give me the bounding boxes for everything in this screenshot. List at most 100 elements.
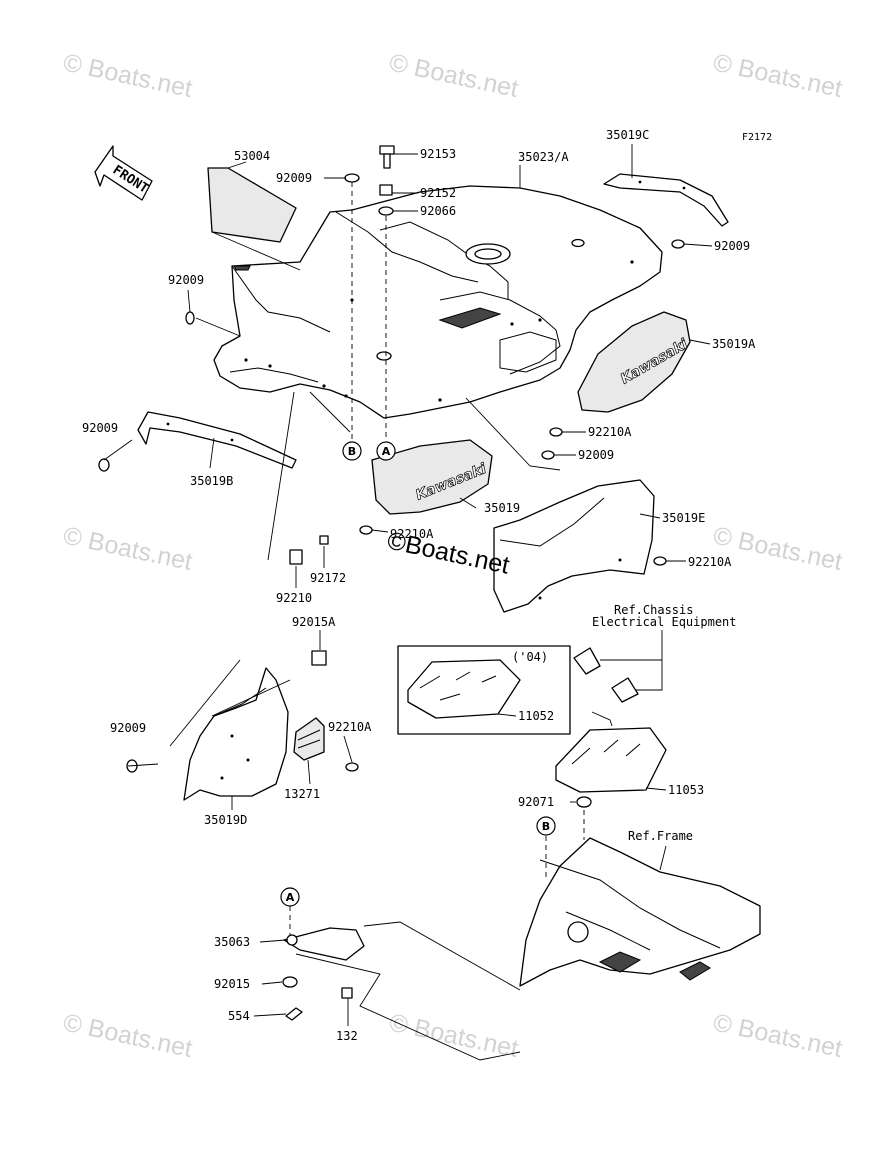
part-labels: 53004 92009 92153 92152 92066 35023/A 35… xyxy=(82,128,756,1043)
inner-fender-e-hole-2 xyxy=(618,558,622,562)
rail-guard-c-hole-2 xyxy=(682,186,686,190)
part-35019B-rail-guard xyxy=(137,411,297,469)
pin-554 xyxy=(285,1007,303,1021)
screw-92172 xyxy=(319,535,329,545)
label-11052: 11052 xyxy=(518,709,554,723)
label-11053: 11053 xyxy=(668,783,704,797)
label-132: 132 xyxy=(336,1029,358,1043)
bolt-92153-head xyxy=(379,145,395,155)
watermark-bottom-center: © Boats.net xyxy=(387,1008,521,1063)
frame-mount xyxy=(567,921,589,943)
part-35019C-rail-guard xyxy=(603,173,729,227)
dashed-lines xyxy=(289,182,585,936)
label-35019A: 35019A xyxy=(712,337,756,351)
lead-92009-left-b xyxy=(195,317,241,337)
watermark-bottom-right: © Boats.net xyxy=(711,1008,845,1063)
label-92015A: 92015A xyxy=(292,615,336,629)
bracket-13271-ribs xyxy=(297,729,321,749)
rail-guard-c xyxy=(603,173,729,227)
lead-35019A xyxy=(689,339,711,345)
mud-flap-d-hole-3 xyxy=(220,776,224,780)
hardware xyxy=(98,145,685,808)
fender-taillight-cavity xyxy=(499,331,557,373)
callout-a-lower-circle xyxy=(280,887,300,907)
fender-rivet-1 xyxy=(244,358,248,362)
lead-hardware-to-frame xyxy=(295,953,521,1061)
clamp-lower xyxy=(611,677,639,703)
watermark-bottom-left: © Boats.net xyxy=(61,1008,195,1063)
nut-92210A-mid xyxy=(359,525,373,535)
lead-11053 xyxy=(645,787,667,791)
grommet-92071 xyxy=(576,796,592,808)
part-11053-tray xyxy=(555,647,667,793)
bolt-92153-shank xyxy=(383,153,391,169)
watermark-top-center: © Boats.net xyxy=(387,48,521,103)
label-35019B: 35019B xyxy=(190,474,233,488)
nut-92210A-flap xyxy=(345,762,359,772)
lead-13271 xyxy=(307,759,311,785)
hardware-lower xyxy=(282,927,365,1021)
inner-fender-e-ridge xyxy=(499,497,605,547)
callout-a-lower: A xyxy=(286,891,295,904)
part-35019D-mud-flap xyxy=(183,667,289,801)
label-92009-right: 92009 xyxy=(714,239,750,253)
lead-hardware-to-frame-b xyxy=(363,921,521,991)
lead-flap-right xyxy=(211,679,291,717)
collar-92152 xyxy=(379,184,393,196)
frame-hitch xyxy=(598,951,642,973)
lead-fender-mid xyxy=(465,397,561,471)
frame-rail-2 xyxy=(565,911,651,951)
nut-92210A-right xyxy=(549,427,563,437)
part-35019E-inner-fender xyxy=(493,479,655,613)
lead-53004-b xyxy=(211,231,301,271)
lead-flap-left xyxy=(169,659,241,747)
fender-hole-right xyxy=(571,238,585,248)
label-92152: 92152 xyxy=(420,186,456,200)
clamp-upper xyxy=(573,647,601,675)
callout-b-lower-circle xyxy=(536,816,556,836)
label-35023A: 35023/A xyxy=(518,150,569,164)
label-ref-frame: Ref.Frame xyxy=(628,829,693,843)
label-53004: 53004 xyxy=(234,149,270,163)
label-92210A-mid: 92210A xyxy=(390,527,434,541)
fender-left-tab xyxy=(233,265,251,271)
label-92015: 92015 xyxy=(214,977,250,991)
frame xyxy=(519,837,761,987)
front-arrow-shape xyxy=(94,145,153,201)
rail-guard-b-hole-2 xyxy=(230,438,234,442)
label-35019C: 35019C xyxy=(606,128,649,142)
bolt-92009-right xyxy=(671,239,685,249)
bracket-35063 xyxy=(283,927,365,961)
label-92210A-right: 92210A xyxy=(588,425,632,439)
fender-rivet-5 xyxy=(438,398,442,402)
fender-rivet-3 xyxy=(322,384,326,388)
tray-11053-slots xyxy=(571,739,641,765)
leader-lines xyxy=(103,144,713,1061)
rail-guard-b-hole-1 xyxy=(166,422,170,426)
fender-front-lip xyxy=(229,367,319,383)
part-35019A-side-cover: Kawasaki xyxy=(577,311,691,413)
clip-nut-92015A xyxy=(311,650,327,666)
label-35019: 35019 xyxy=(484,501,520,515)
lead-53004 xyxy=(227,161,247,169)
rail-guard-b xyxy=(137,411,297,469)
fender-rivet-6 xyxy=(510,322,514,326)
rear-fender-body xyxy=(213,185,663,419)
lead-92210A-mid xyxy=(371,529,389,533)
label-92009-left: 92009 xyxy=(168,273,204,287)
bolt-92009-lower-left xyxy=(98,458,110,472)
side-cover-35019 xyxy=(371,439,493,515)
fender-left-inner-edge xyxy=(231,265,331,333)
label-92009-mid: 92009 xyxy=(578,448,614,462)
lead-92009-lower-left xyxy=(103,439,133,461)
washer-92066 xyxy=(378,206,394,216)
fender-outline xyxy=(213,185,663,419)
label-92153: 92153 xyxy=(420,147,456,161)
side-cover-a xyxy=(577,311,691,413)
label-92009-top: 92009 xyxy=(276,171,312,185)
lead-35019E xyxy=(639,513,661,519)
nut-92015 xyxy=(282,976,298,988)
watermark-center: ©Boats.net xyxy=(385,526,512,579)
fender-dark-slot xyxy=(438,307,502,329)
